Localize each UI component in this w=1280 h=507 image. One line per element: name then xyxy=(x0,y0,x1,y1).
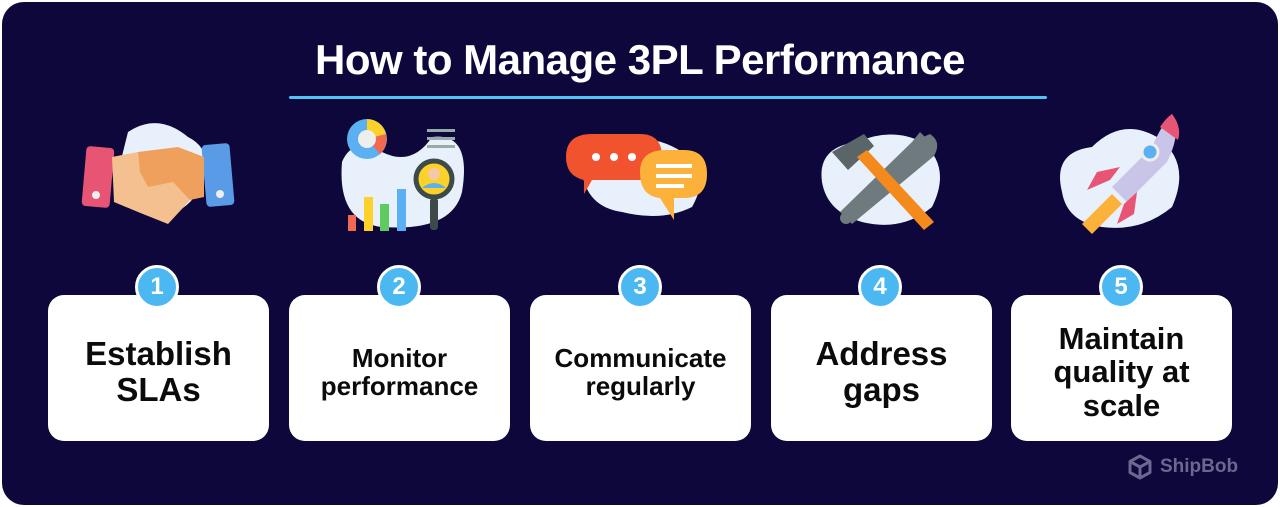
page-title: How to Manage 3PL Performance xyxy=(315,36,965,83)
step-number-badge: 3 xyxy=(618,265,662,309)
tools-icon xyxy=(821,132,940,230)
step-card-maintain-quality: Maintain quality at scale xyxy=(1011,295,1232,441)
step-card-address-gaps: Address gaps xyxy=(771,295,992,441)
step-number-badge: 4 xyxy=(858,265,902,309)
shipbob-cube-icon xyxy=(1128,454,1152,480)
chat-bubbles-icon xyxy=(566,134,707,220)
step-number-badge: 2 xyxy=(377,265,421,309)
shipbob-logo: ShipBob xyxy=(1128,454,1238,480)
step-card-monitor-performance: Monitor performance xyxy=(289,295,510,441)
step-number-badge: 5 xyxy=(1099,265,1143,309)
rocket-icon xyxy=(1060,114,1180,234)
brand-name: ShipBob xyxy=(1160,456,1239,477)
step-card-establish-slas: Establish SLAs xyxy=(48,295,269,441)
title-underline xyxy=(289,96,1047,99)
step-number-badge: 1 xyxy=(135,265,179,309)
step-card-communicate-regularly: Communicate regularly xyxy=(530,295,751,441)
handshake-icon xyxy=(81,123,235,224)
analytics-icon xyxy=(341,119,464,231)
